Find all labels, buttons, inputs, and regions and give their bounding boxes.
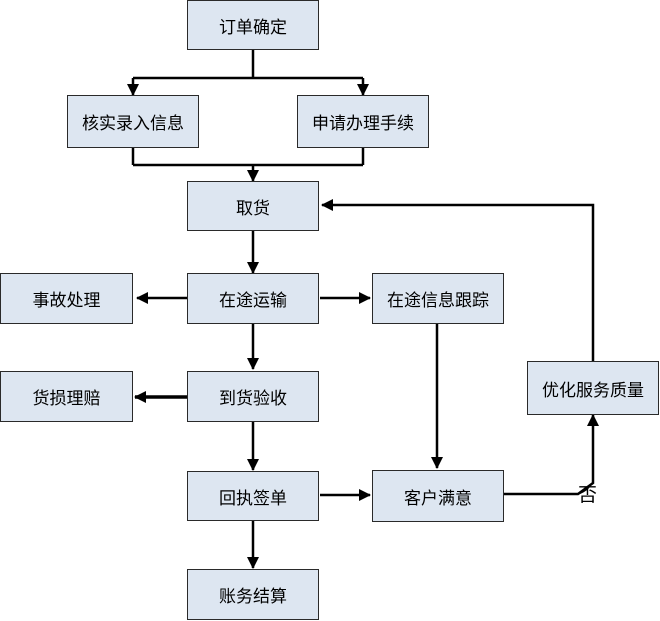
edge-optimize-to-pickup	[321, 199, 595, 361]
node-optimize-service: 优化服务质量	[527, 361, 659, 415]
node-receipt-sign: 回执签单	[187, 471, 319, 521]
node-verify-entry: 核实录入信息	[67, 95, 199, 148]
node-apply-procedure: 申请办理手续	[297, 95, 429, 148]
node-accident: 事故处理	[0, 273, 133, 324]
node-settlement: 账务结算	[187, 569, 319, 620]
node-tracking: 在途信息跟踪	[372, 273, 504, 324]
node-arrival-check: 到货验收	[187, 371, 319, 422]
edge-satisfied-to-optimize	[504, 414, 599, 496]
edge-label-no: 否	[578, 484, 598, 506]
node-damage-claim: 货损理赔	[0, 371, 133, 422]
node-in-transit: 在途运输	[187, 273, 319, 324]
node-pickup: 取货	[187, 181, 319, 231]
node-order-confirm: 订单确定	[187, 0, 319, 50]
node-customer-satisfied: 客户满意	[372, 470, 504, 522]
